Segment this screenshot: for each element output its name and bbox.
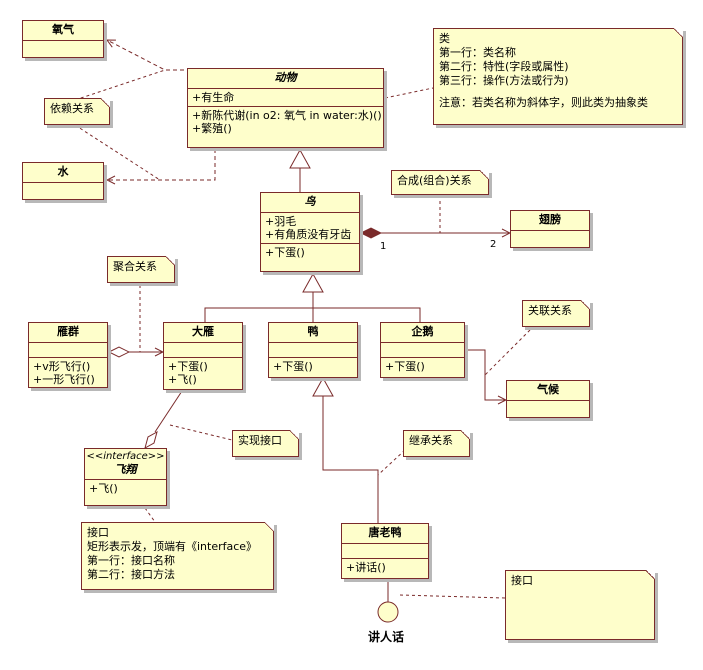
class-operations: +v形飞行() +一形飞行()	[33, 360, 95, 386]
interface-note-link	[144, 507, 156, 523]
class-climate[interactable]: 气候	[506, 380, 590, 418]
lollipop-label: 讲人话	[368, 630, 405, 644]
note-realization[interactable]: 实现接口	[232, 430, 299, 457]
note-composition[interactable]: 合成(组合)关系	[391, 170, 489, 195]
note-class-description[interactable]: 类 第一行：类名称 第二行：特性(字段或属性) 第三行：操作(方法或行为) 注意…	[433, 28, 683, 125]
class-wing[interactable]: 翅膀	[510, 210, 590, 248]
note-interface-description[interactable]: 接口 矩形表示发，顶端有《interface》 第一行：接口名称 第二行：接口方…	[81, 522, 274, 590]
class-operations: +讲话()	[346, 561, 386, 574]
class-name: 鸟	[261, 193, 359, 213]
interface-name: <<interface>> 飞翔	[85, 449, 166, 480]
class-name: 企鹅	[381, 323, 464, 343]
class-bird[interactable]: 鸟 +羽毛 +有角质没有牙齿 +下蛋()	[260, 192, 360, 272]
class-operations: +下蛋() +飞()	[168, 360, 208, 386]
dependency-line-water	[107, 135, 216, 180]
inheritance-note-link	[377, 449, 406, 476]
generalization-head-duck	[312, 376, 334, 397]
class-water[interactable]: 水	[22, 162, 104, 200]
interface-fly[interactable]: <<interface>> 飞翔 +飞()	[84, 448, 167, 506]
lollipop-note-link	[399, 594, 506, 599]
aggregation-diamond	[107, 346, 131, 358]
class-duck[interactable]: 鸭 +下蛋()	[268, 322, 358, 378]
dependency-note-link	[74, 69, 166, 181]
note-dependency[interactable]: 依赖关系	[44, 98, 110, 125]
class-note-link	[384, 87, 434, 99]
note-lollipop-description[interactable]: 接口	[505, 570, 655, 640]
class-operations: +下蛋()	[273, 360, 313, 373]
class-attributes: +羽毛 +有角质没有牙齿	[261, 213, 359, 244]
association-line	[465, 349, 506, 400]
note-aggregation[interactable]: 聚合关系	[107, 256, 175, 283]
class-name: 大雁	[164, 323, 242, 343]
multiplicity-wing: 2	[490, 239, 496, 250]
class-name: 雁群	[29, 323, 107, 343]
note-inheritance[interactable]: 继承关系	[403, 430, 470, 457]
generalization-tangduck-duck	[322, 396, 379, 523]
class-name: 气候	[507, 381, 589, 401]
realization-diamond	[144, 430, 158, 450]
class-operations: +下蛋()	[385, 360, 425, 373]
realization-note-link	[169, 424, 233, 441]
note-association[interactable]: 关联关系	[522, 300, 590, 327]
class-tang-duck[interactable]: 唐老鸭 +讲话()	[341, 523, 429, 579]
interface-stereotype: <<interface>>	[86, 451, 165, 462]
multiplicity-bird: 1	[380, 241, 386, 252]
interface-operations: +飞()	[89, 482, 118, 495]
realization-line	[154, 390, 183, 433]
generalization-head-bird	[302, 272, 324, 293]
class-name: 动物	[188, 69, 383, 89]
class-name: 氧气	[23, 21, 103, 41]
generalization-head-animal	[289, 148, 311, 169]
generalization-tree	[204, 292, 421, 322]
class-name: 鸭	[269, 323, 357, 343]
class-animal[interactable]: 动物 +有生命 +新陈代谢(in o2: 氧气 in water:水)() +繁…	[187, 68, 384, 148]
class-oxygen[interactable]: 氧气	[22, 20, 104, 58]
association-note-link	[484, 329, 531, 376]
class-name: 唐老鸭	[342, 524, 428, 544]
class-attributes: +有生命	[188, 89, 383, 107]
class-penguin[interactable]: 企鹅 +下蛋()	[380, 322, 465, 378]
class-geese-group[interactable]: 雁群 +v形飞行() +一形飞行()	[28, 322, 108, 388]
class-operations: +新陈代谢(in o2: 氧气 in water:水)() +繁殖()	[192, 109, 382, 135]
class-name: 翅膀	[511, 211, 589, 231]
class-operations: +下蛋()	[265, 246, 305, 259]
composition-diamond	[359, 227, 383, 239]
lollipop-circle	[377, 601, 399, 623]
class-name: 水	[23, 163, 103, 183]
class-wild-goose[interactable]: 大雁 +下蛋() +飞()	[163, 322, 243, 390]
